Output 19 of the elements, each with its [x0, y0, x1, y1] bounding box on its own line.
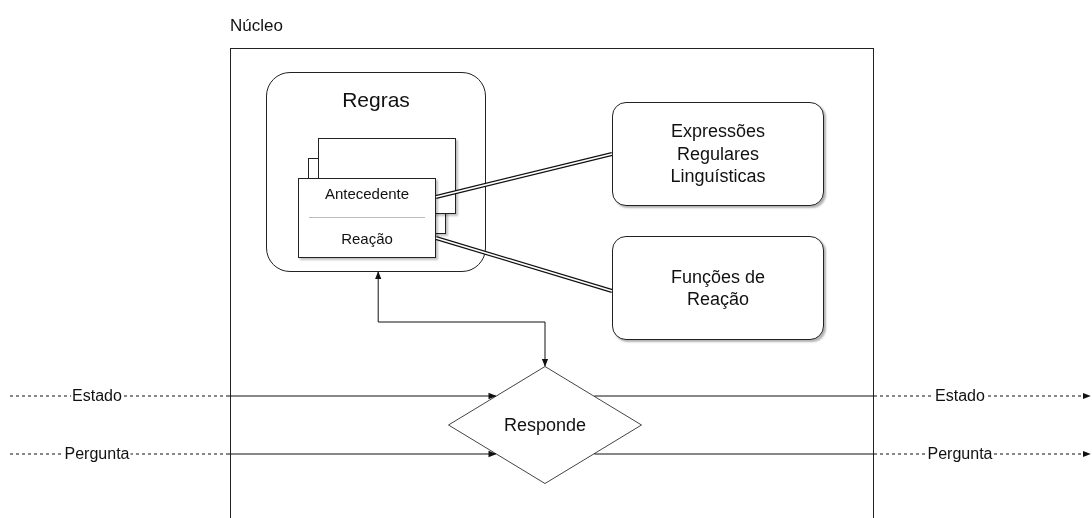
- card-heading: Antecedente: [323, 185, 411, 204]
- decision-diamond: [448, 366, 642, 484]
- group-title: Regras: [341, 87, 411, 113]
- box-label: Funções de Reação: [669, 265, 767, 311]
- connector: [593, 392, 1091, 400]
- process-box: [612, 236, 824, 340]
- connector: [435, 152, 613, 199]
- card-body: Reação: [340, 230, 394, 249]
- group-box: [266, 72, 486, 272]
- connector: [435, 236, 613, 293]
- connector: [375, 271, 549, 367]
- rule-card: [298, 178, 436, 258]
- decision-label: Responde: [502, 414, 588, 437]
- edge-label: Pergunta: [63, 445, 131, 463]
- edge-label: Pergunta: [926, 445, 994, 463]
- connector: [9, 392, 497, 400]
- process-box: [612, 102, 824, 206]
- container-heading: Núcleo: [230, 15, 283, 37]
- box-label: Expressões Regulares Linguísticas: [669, 120, 767, 188]
